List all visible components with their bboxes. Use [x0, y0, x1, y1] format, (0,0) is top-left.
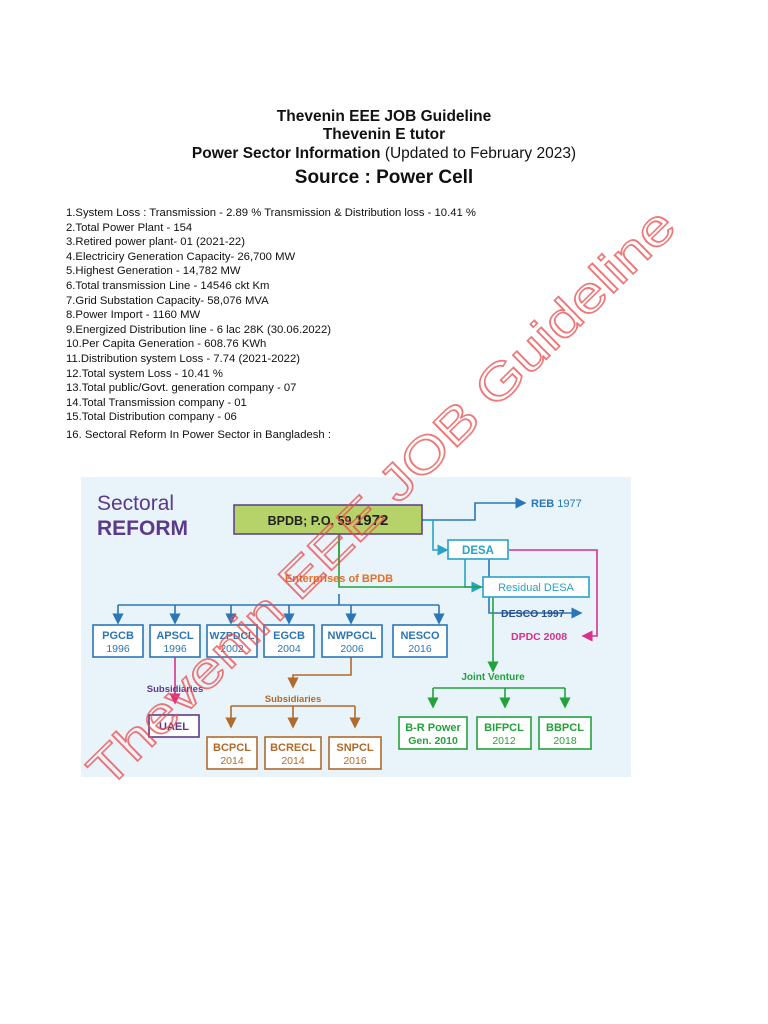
jv-node-bifpcl: BIFPCL 2012 [476, 716, 532, 750]
enterprises-label: Enterprises of BPDB [285, 573, 393, 585]
dpdc-label: DPDC 2008 [511, 631, 567, 643]
bpdb-root-node: BPDB; P.O. 59 1972 [233, 504, 423, 535]
jv-name: B-R Power [405, 722, 461, 734]
company-year: 2006 [340, 643, 364, 655]
facts-list: 1.System Loss : Transmission - 2.89 % Tr… [66, 206, 706, 443]
subsidiary-year: 2014 [220, 755, 244, 767]
source-line: Source : Power Cell [294, 167, 474, 188]
company-year: 2002 [220, 643, 244, 655]
bpdb-root-year: 1972 [355, 512, 388, 529]
info-line-date: (Updated to February 2023) [380, 145, 577, 162]
document-title: Thevenin EEE JOB Guideline [276, 108, 492, 125]
subsidiary-name: SNPCL [336, 742, 374, 754]
residual-desa-node: Residual DESA [482, 576, 590, 598]
company-year: 2016 [408, 643, 432, 655]
fact-item: 16. Sectoral Reform In Power Sector in B… [66, 428, 331, 441]
fact-item: 13.Total public/Govt. generation company… [66, 382, 297, 395]
company-year: 1996 [163, 643, 187, 655]
fact-item: 3.Retired power plant- 01 (2021-22) [66, 236, 245, 249]
document-subtitle: Thevenin E tutor [322, 126, 446, 143]
uael-node: UAEL [148, 714, 200, 738]
fact-item: 1.System Loss : Transmission - 2.89 % Tr… [66, 207, 476, 219]
company-name: NWPGCL [328, 630, 377, 642]
company-node-nwpgcl: NWPGCL 2006 [321, 624, 383, 658]
subsidiaries-label-1: Subsidiaries [147, 684, 204, 695]
subsidiary-name: BCRECL [270, 742, 316, 754]
company-name: APSCL [156, 630, 194, 642]
fact-item: 6.Total transmission Line - 14546 ckt Km [66, 279, 270, 292]
company-node-pgcb: PGCB 1996 [92, 624, 144, 658]
subsidiary-year: 2016 [343, 755, 367, 767]
company-name: NESCO [400, 630, 440, 642]
info-line: Power Sector Information (Updated to Feb… [0, 144, 768, 164]
fact-item: 4.Electriciry Generation Capacity- 26,70… [66, 250, 296, 263]
subsidiary-node-snpcl: SNPCL 2016 [328, 736, 382, 770]
jv-node-br-power: B-R Power Gen. 2010 [398, 716, 468, 750]
fact-item: 12.Total system Loss - 10.41 % [66, 367, 223, 380]
diagram-heading-1: Sectoral [97, 492, 174, 515]
svg-text:BPDB; P.O. 59 1972: BPDB; P.O. 59 1972 [268, 512, 389, 529]
fact-item: 9.Energized Distribution line - 6 lac 28… [66, 323, 332, 336]
subsidiary-node-bcrecl: BCRECL 2014 [264, 736, 322, 770]
company-node-egcb: EGCB 2004 [263, 624, 315, 658]
document-header: Thevenin EEE JOB Guideline Thevenin E tu… [0, 108, 768, 191]
company-year: 2004 [277, 643, 301, 655]
company-node-nesco: NESCO 2016 [392, 624, 448, 658]
jv-name: BBPCL [546, 722, 584, 734]
fact-item: 10.Per Capita Generation - 608.76 KWh [66, 338, 267, 351]
fact-item: 11.Distribution system Loss - 7.74 (2021… [66, 352, 301, 365]
jv-year: Gen. 2010 [408, 735, 458, 747]
desco-label: DESCO 1997 [501, 608, 565, 620]
joint-venture-label: Joint Venture [461, 672, 525, 683]
company-node-apscl: APSCL 1996 [149, 624, 201, 658]
jv-node-bbpcl: BBPCL 2018 [538, 716, 592, 750]
uael-label: UAEL [159, 721, 189, 733]
diagram-canvas: Sectoral REFORM [81, 477, 631, 777]
reb-label: REB [531, 498, 554, 510]
company-year: 1996 [106, 643, 130, 655]
reb-year: 1977 [557, 498, 581, 510]
company-name: PGCB [102, 630, 134, 642]
fact-item: 7.Grid Substation Capacity- 58,076 MVA [66, 294, 269, 307]
fact-item: 15.Total Distribution company - 06 [66, 411, 237, 424]
company-name: EGCB [273, 630, 305, 642]
jv-year: 2018 [553, 735, 577, 747]
subsidiary-name: BCPCL [213, 742, 251, 754]
diagram-heading-2: REFORM [97, 517, 188, 540]
fact-item: 2.Total Power Plant - 154 [66, 221, 193, 234]
company-name: WZPDCL [210, 630, 255, 642]
subsidiary-year: 2014 [281, 755, 305, 767]
subsidiaries-label-2: Subsidiaries [265, 694, 322, 705]
jv-name: BIFPCL [484, 722, 524, 734]
subsidiary-node-bcpcl: BCPCL 2014 [206, 736, 258, 770]
fact-item: 14.Total Transmission company - 01 [66, 396, 247, 409]
residual-desa-label: Residual DESA [498, 582, 574, 594]
fact-item: 8.Power Import - 1160 MW [66, 309, 201, 322]
bpdb-root-label: BPDB; P.O. 59 [268, 514, 355, 528]
desa-node: DESA [447, 539, 509, 560]
jv-year: 2012 [492, 735, 516, 747]
sectoral-reform-diagram: Sectoral REFORM [81, 477, 631, 777]
fact-item: 5.Highest Generation - 14,782 MW [66, 265, 241, 278]
company-node-wzpdcl: WZPDCL 2002 [206, 624, 258, 658]
info-line-bold: Power Sector Information [191, 145, 381, 162]
desa-label: DESA [462, 545, 494, 557]
